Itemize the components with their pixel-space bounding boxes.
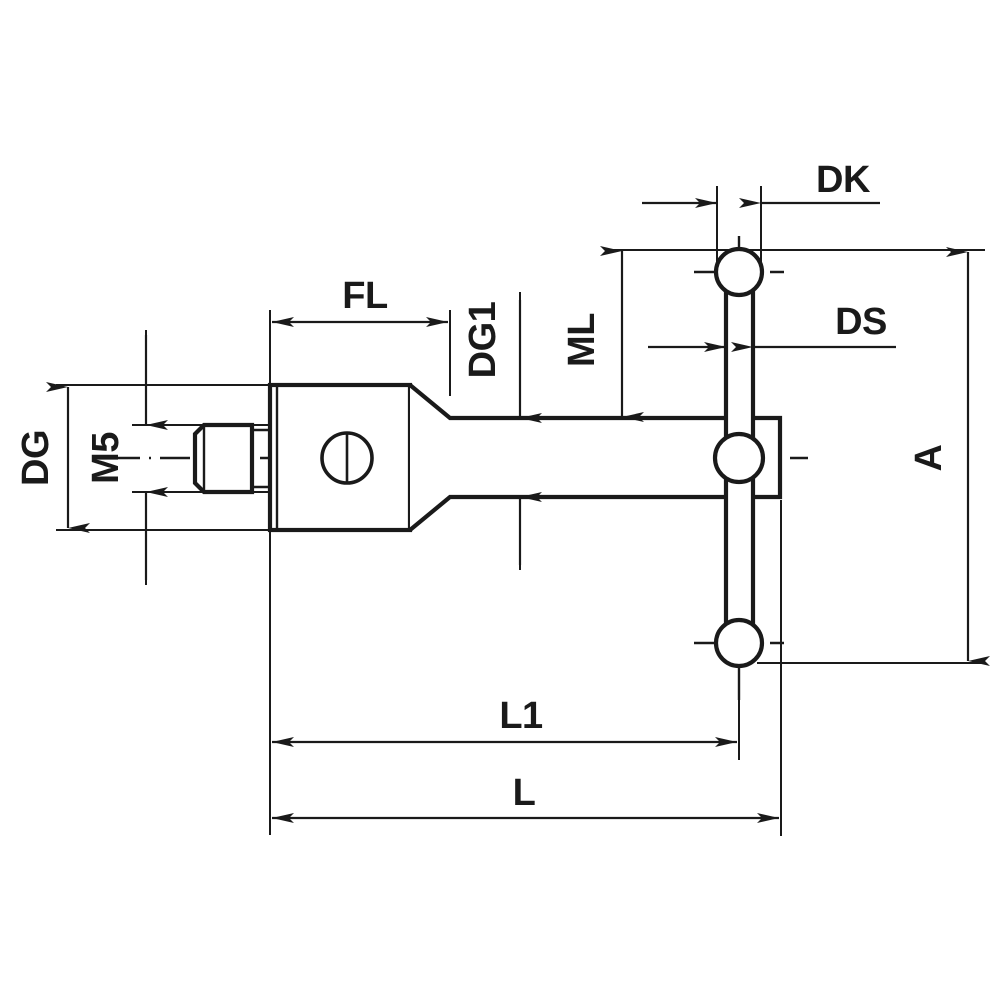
ball-bottom xyxy=(713,617,765,669)
dim-label-ML: ML xyxy=(561,313,603,367)
dim-label-DG1: DG1 xyxy=(462,301,504,378)
dim-label-DS: DS xyxy=(835,301,887,343)
dimension-lines xyxy=(46,198,990,823)
dimension-labels: DG M5 FL DG1 ML DK DS A L1 L xyxy=(15,159,950,814)
dim-label-FL: FL xyxy=(342,275,388,317)
taper-and-shaft xyxy=(408,383,783,532)
part-outline xyxy=(192,246,783,669)
dim-label-A: A xyxy=(908,444,950,471)
dim-label-DK: DK xyxy=(816,159,871,201)
ball-top xyxy=(713,246,765,298)
dim-label-L: L xyxy=(513,772,536,814)
ball-mid xyxy=(712,431,766,485)
dim-label-M5: M5 xyxy=(85,432,127,484)
dim-label-DG: DG xyxy=(15,430,57,486)
dim-label-L1: L1 xyxy=(499,695,543,737)
